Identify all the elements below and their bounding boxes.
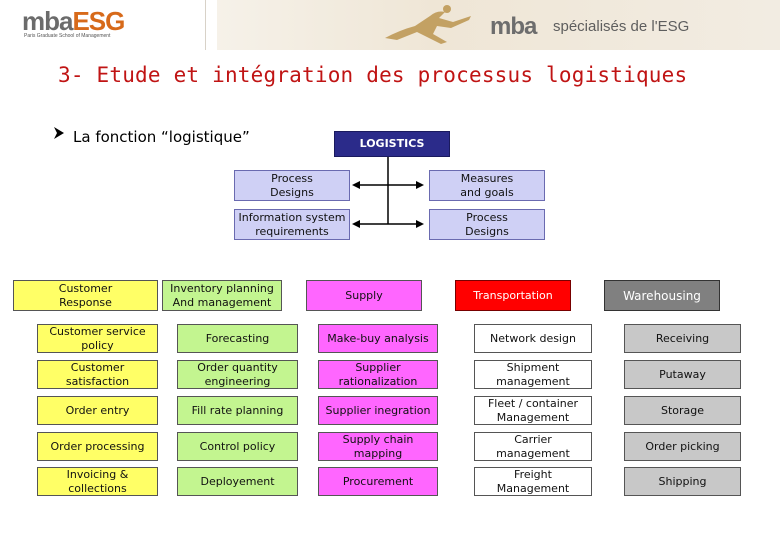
item-label: Supply chain mapping [342,432,414,460]
item-transport-2: Fleet / container Management [474,396,592,425]
item-warehouse-3: Order picking [624,432,741,461]
column-header-label: Supply [345,288,383,302]
column-header-label: Warehousing [623,288,701,303]
item-inventory-2: Fill rate planning [177,396,298,425]
item-label: Shipment management [496,360,570,388]
item-label: Order picking [645,439,720,453]
item-label: Putaway [659,367,706,381]
branch-label: Process Designs [465,210,509,238]
logistics-root-box: LOGISTICS [334,131,450,157]
header-logo-area: mbaESG Paris Graduate School of Manageme… [0,0,205,50]
item-warehouse-2: Storage [624,396,741,425]
header-divider [205,0,217,50]
item-label: Supplier rationalization [338,360,418,388]
branch-label: Process Designs [270,171,314,199]
column-header-label: Customer Response [58,281,113,309]
mba-esg-logo: mbaESG [22,6,125,37]
item-supply-2: Supplier inegration [318,396,438,425]
branch-label: Measures and goals [460,171,514,199]
branch-box-process-designs-right: Process Designs [429,209,545,240]
column-header-warehousing: Warehousing [604,280,720,311]
item-label: Deployement [200,474,275,488]
item-warehouse-0: Receiving [624,324,741,353]
item-label: Invoicing & collections [66,467,129,495]
item-warehouse-1: Putaway [624,360,741,389]
item-label: Make-buy analysis [327,331,429,345]
item-transport-4: Freight Management [474,467,592,496]
item-label: Freight Management [496,467,570,495]
item-transport-0: Network design [474,324,592,353]
item-label: Supplier inegration [325,403,431,417]
branch-label: Information system requirements [238,210,346,238]
item-warehouse-4: Shipping [624,467,741,496]
item-inventory-1: Order quantity engineering [177,360,298,389]
item-label: Forecasting [205,331,270,345]
bullet-text: La fonction “logistique” [73,128,250,146]
branch-box-information-system: Information system requirements [234,209,350,240]
item-customer-0: Customer service policy [37,324,158,353]
column-header-transportation: Transportation [455,280,571,311]
item-label: Storage [660,403,705,417]
branch-box-process-designs-left: Process Designs [234,170,350,201]
page-title: 3- Etude et intégration des processus lo… [58,63,688,87]
item-label: Procurement [342,474,414,488]
item-transport-3: Carrier management [474,432,592,461]
arrow-bullet-icon [54,127,64,139]
branch-box-measures-goals: Measures and goals [429,170,545,201]
column-header-inventory: Inventory planning And management [162,280,282,311]
item-label: Carrier management [496,432,570,460]
logo-accent-text: ESG [72,6,125,36]
column-header-label: Inventory planning And management [170,281,274,309]
item-label: Control policy [199,439,276,453]
header-banner: mbaESG Paris Graduate School of Manageme… [0,0,780,50]
item-inventory-3: Control policy [177,432,298,461]
item-customer-2: Order entry [37,396,158,425]
item-inventory-4: Deployement [177,467,298,496]
header-brand: mba [490,13,537,40]
header-decoration [205,0,780,50]
item-label: Fleet / container Management [487,396,579,424]
item-label: Order quantity engineering [197,360,278,388]
item-label: Customer service policy [49,324,146,352]
item-customer-1: Customer satisfaction [37,360,158,389]
item-supply-0: Make-buy analysis [318,324,438,353]
column-header-customer-response: Customer Response [13,280,158,311]
item-label: Network design [490,331,576,345]
runner-figure-icon [385,5,471,44]
item-label: Customer satisfaction [65,360,130,388]
item-supply-4: Procurement [318,467,438,496]
item-label: Order entry [65,403,130,417]
item-customer-3: Order processing [37,432,158,461]
logo-subtitle: Paris Graduate School of Management [24,33,111,39]
item-transport-1: Shipment management [474,360,592,389]
item-label: Order processing [50,439,145,453]
item-label: Fill rate planning [191,403,284,417]
column-header-label: Transportation [473,288,553,302]
item-supply-3: Supply chain mapping [318,432,438,461]
column-header-supply: Supply [306,280,422,311]
item-label: Shipping [658,474,707,488]
item-label: Receiving [655,331,710,345]
item-inventory-0: Forecasting [177,324,298,353]
logistics-root-label: LOGISTICS [359,137,425,150]
logo-main-text: mba [22,6,73,36]
header-tagline: spécialisés de l'ESG [553,18,690,35]
item-customer-4: Invoicing & collections [37,467,158,496]
item-supply-1: Supplier rationalization [318,360,438,389]
